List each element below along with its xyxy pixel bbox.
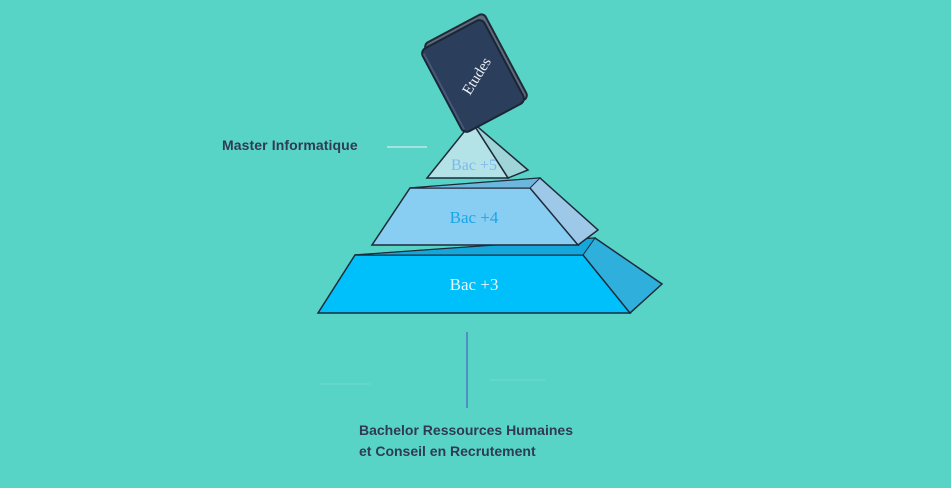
level-label: Bac +5 xyxy=(451,157,497,174)
pyramid-level-bac4: Bac +4 xyxy=(370,177,600,246)
master-annotation: Master Informatique xyxy=(222,137,358,153)
level-front-face xyxy=(425,120,510,179)
bachelor-annotation-line2: et Conseil en Recrutement xyxy=(359,443,536,459)
bachelor-annotation: Bachelor Ressources Humaines et Conseil … xyxy=(359,420,573,462)
pyramid-level-bac5: Bac +5 xyxy=(425,120,530,179)
pyramid-level-bac3: Bac +3 xyxy=(316,237,664,314)
book-icon: Etudes xyxy=(421,13,528,133)
level-top-edge xyxy=(409,177,542,189)
bachelor-annotation-line1: Bachelor Ressources Humaines xyxy=(359,422,573,438)
book-spine xyxy=(422,53,465,130)
level-label: Bac +3 xyxy=(450,275,499,294)
book-cover xyxy=(421,19,525,133)
level-label: Bac +4 xyxy=(450,208,499,227)
